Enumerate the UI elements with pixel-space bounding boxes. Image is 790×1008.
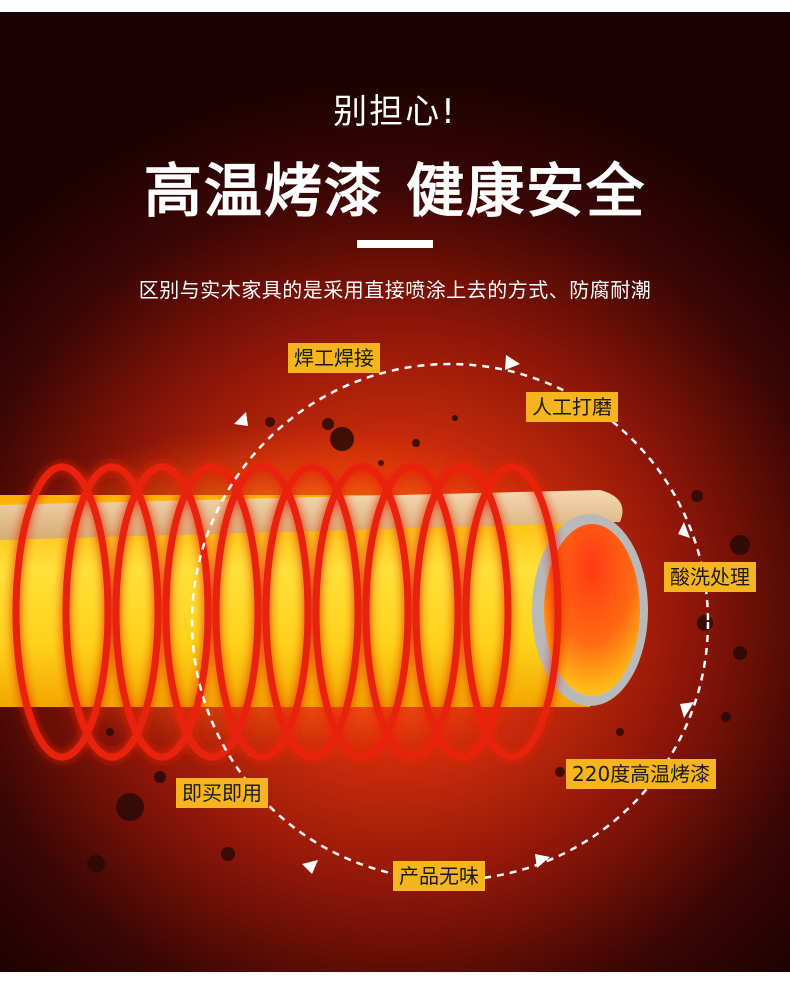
page-title: 高温烤漆 健康安全 [143,157,647,225]
arrow-icon [234,412,248,426]
cycle-arrows [234,355,694,874]
heating-coils [12,463,562,761]
step-label-welding: 焊工焊接 [288,343,380,373]
bottom-margin [0,972,790,1008]
step-label-pickling: 酸洗处理 [664,562,756,592]
arrow-icon [505,355,520,370]
step-label-odorless: 产品无味 [393,861,485,891]
step-label-polishing: 人工打磨 [526,392,618,422]
title-divider [357,240,433,248]
subtitle: 别担心! [333,92,457,132]
arrow-icon [678,522,690,538]
heated-tube-illustration [0,355,750,882]
description: 区别与实木家具的是采用直接喷涂上去的方式、防腐耐潮 [138,278,652,302]
arrow-icon [302,860,318,874]
tube-opening-inner [544,524,640,696]
arrow-icon [680,702,694,718]
dust-particles [87,415,750,873]
step-label-ready: 即买即用 [176,778,268,808]
arrow-icon [535,854,550,868]
top-margin [0,0,790,12]
step-label-baking: 220度高温烤漆 [566,759,717,789]
wood-rim [0,490,623,540]
hero-banner: 别担心! 高温烤漆 健康安全 区别与实木家具的是采用直接喷涂上去的方式、防腐耐潮… [0,12,790,972]
